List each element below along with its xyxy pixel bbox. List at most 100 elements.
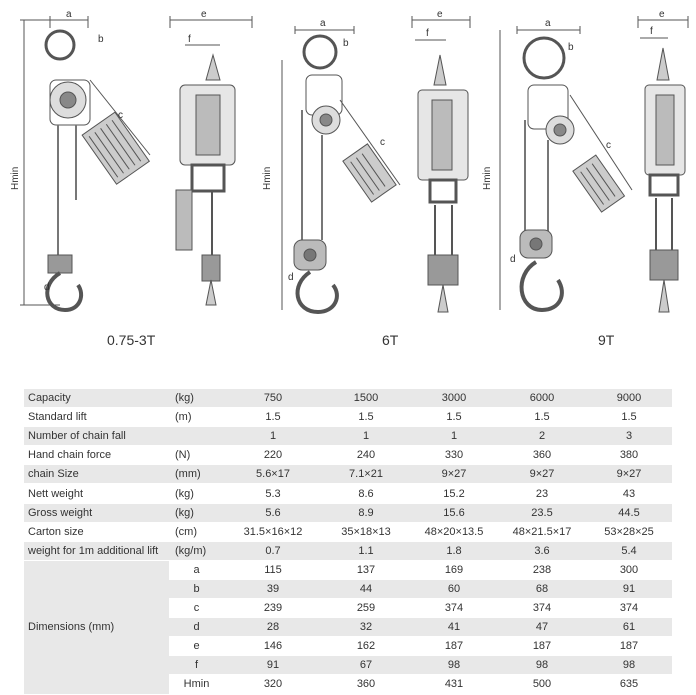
row-value: 3: [586, 426, 672, 447]
fig3-dim-f: f: [650, 26, 653, 37]
fig2-dim-d: d: [288, 272, 294, 283]
row-unit: (kg): [169, 503, 224, 523]
dimension-value: 320: [224, 674, 322, 695]
figure-1-side-view: [169, 16, 253, 306]
fig1-dim-c: c: [118, 110, 123, 121]
row-unit: (N): [169, 445, 224, 466]
row-value: 1: [410, 426, 498, 447]
dimension-key: f: [169, 655, 224, 676]
row-value: 6000: [498, 389, 586, 409]
dimension-value: 239: [224, 598, 322, 619]
row-value: 380: [586, 445, 672, 466]
dimension-value: 115: [224, 560, 322, 580]
dimension-key: e: [169, 636, 224, 657]
row-value: 1500: [322, 389, 410, 409]
dimension-key: d: [169, 617, 224, 638]
dimension-value: 98: [586, 655, 672, 676]
row-value: 48×21.5×17: [498, 522, 586, 542]
figure-3-side-view: [637, 16, 689, 313]
dimension-value: 162: [322, 636, 410, 657]
dimension-value: 238: [498, 560, 586, 580]
dimension-value: 47: [498, 617, 586, 638]
row-value: 23: [498, 483, 586, 504]
row-value: 1.5: [586, 407, 672, 428]
figure-1-front-view: [20, 16, 151, 313]
row-value: 5.4: [586, 541, 672, 561]
row-value: 8.6: [322, 483, 410, 504]
row-unit: (mm): [169, 464, 224, 485]
figure-3-caption: 9T: [598, 332, 615, 348]
row-value: 330: [410, 445, 498, 466]
row-value: 35×18×13: [322, 522, 410, 542]
fig2-dim-b: b: [343, 38, 349, 49]
row-value: 1.5: [410, 407, 498, 428]
row-value: 15.6: [410, 503, 498, 523]
fig3-dim-c: c: [606, 140, 611, 151]
row-value: 1.5: [322, 407, 410, 428]
row-value: 1.5: [498, 407, 586, 428]
dimension-value: 91: [586, 579, 672, 600]
dimension-value: 68: [498, 579, 586, 600]
figure-3-front-view: [499, 26, 633, 313]
dimension-value: 187: [498, 636, 586, 657]
row-value: 1.5: [224, 407, 322, 428]
row-label: Capacity: [24, 389, 169, 409]
figure-2-side-view: [411, 16, 471, 313]
row-value: 1: [322, 426, 410, 447]
row-value: 8.9: [322, 503, 410, 523]
row-value: 1.1: [322, 541, 410, 561]
dimension-value: 187: [586, 636, 672, 657]
figure-2-front-view: [281, 26, 401, 315]
dimension-value: 374: [586, 598, 672, 619]
row-value: 53×28×25: [586, 522, 672, 542]
row-value: 23.5: [498, 503, 586, 523]
dimension-key: c: [169, 598, 224, 619]
dimension-value: 39: [224, 579, 322, 600]
row-value: 15.2: [410, 483, 498, 504]
row-label: chain Size: [24, 464, 169, 485]
row-unit: (kg): [169, 483, 224, 504]
fig3-dim-hmin: Hmin: [482, 167, 493, 190]
row-value: 9×27: [586, 464, 672, 485]
fig3-dim-e: e: [659, 9, 665, 20]
dimension-key: a: [169, 560, 224, 580]
dimensions-label: Dimensions (mm): [24, 560, 169, 695]
row-value: 750: [224, 389, 322, 409]
row-value: 9×27: [498, 464, 586, 485]
fig2-dim-hmin: Hmin: [262, 167, 273, 190]
dimension-key: b: [169, 579, 224, 600]
figure-2-caption: 6T: [382, 332, 399, 348]
row-value: 5.3: [224, 483, 322, 504]
hoist-drawings: a b c d e f Hmin a b c d e f Hmin a b c …: [10, 9, 689, 315]
row-value: 360: [498, 445, 586, 466]
fig2-dim-f: f: [426, 28, 429, 39]
row-label: Standard lift: [24, 407, 169, 428]
row-value: 9000: [586, 389, 672, 409]
dimension-value: 28: [224, 617, 322, 638]
figure-1-caption: 0.75-3T: [107, 332, 156, 348]
fig1-dim-b: b: [98, 34, 104, 45]
row-label: weight for 1m additional lift: [24, 541, 169, 561]
row-unit: (kg): [169, 389, 224, 409]
row-value: 48×20×13.5: [410, 522, 498, 542]
row-value: 31.5×16×12: [224, 522, 322, 542]
dimension-value: 98: [498, 655, 586, 676]
dimension-value: 374: [498, 598, 586, 619]
row-value: 240: [322, 445, 410, 466]
